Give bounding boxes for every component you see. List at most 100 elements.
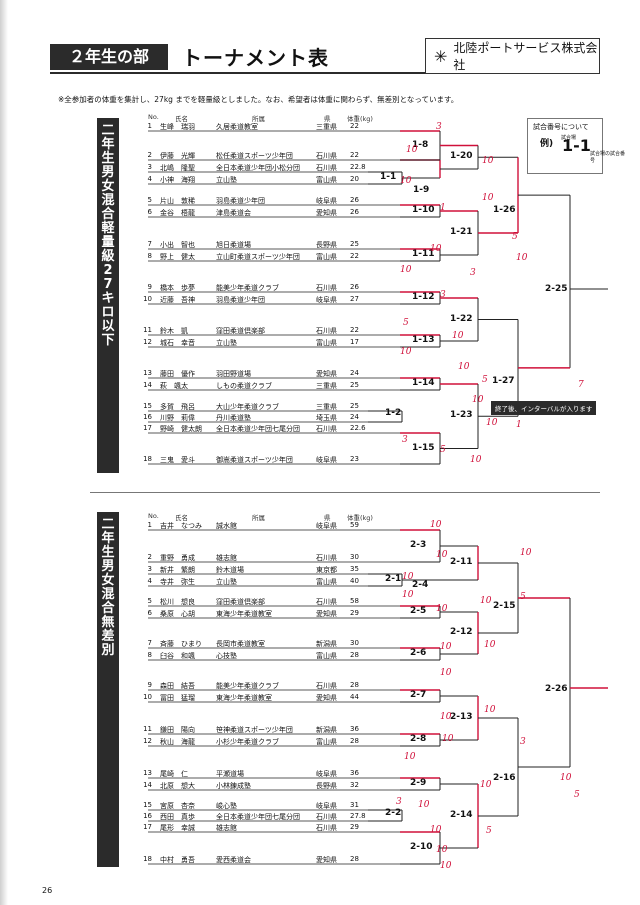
- player-name: 橋本 歩夢: [160, 284, 195, 292]
- player-no: 6: [147, 609, 152, 617]
- info-box-caption-right: 試合場の試合番号: [590, 151, 626, 164]
- player-no: 18: [143, 855, 152, 863]
- player-pref: 埼玉県: [316, 414, 337, 422]
- handwritten-score: 10: [402, 572, 414, 582]
- header-rule: [50, 72, 598, 74]
- player-name: 萩 颯太: [160, 382, 188, 390]
- player-pref: 富山県: [316, 176, 337, 184]
- match-label: 2-9: [410, 778, 427, 788]
- player-no: 2: [147, 553, 152, 561]
- column-header-no: No.: [148, 512, 159, 520]
- player-no: 5: [147, 196, 152, 204]
- match-label: 1-8: [412, 139, 429, 150]
- player-weight: 28: [350, 737, 359, 745]
- player-pref: 石川県: [316, 813, 337, 821]
- match-label: 2-3: [410, 540, 427, 550]
- player-pref: 三重県: [316, 123, 337, 131]
- player-pref: 長野県: [316, 782, 337, 790]
- interval-callout: 終了後、インターバルが入ります: [491, 401, 597, 415]
- player-no: 9: [147, 681, 152, 689]
- player-no: 4: [147, 175, 152, 183]
- player-no: 11: [143, 725, 152, 733]
- player-club: しもの柔道クラブ: [216, 382, 272, 390]
- info-box-example: 例): [540, 139, 554, 149]
- handwritten-score: 10: [442, 734, 454, 744]
- handwritten-score: 3: [520, 737, 526, 747]
- player-no: 15: [143, 402, 152, 410]
- match-label: 1-14: [412, 378, 435, 388]
- player-name: 斉藤 ひまり: [160, 640, 202, 648]
- handwritten-score: 1: [440, 203, 446, 213]
- handwritten-score: 10: [484, 705, 496, 715]
- handwritten-score: 10: [400, 347, 412, 357]
- player-pref: 石川県: [316, 554, 337, 562]
- handwritten-score: 5: [403, 318, 409, 328]
- handwritten-score: 10: [440, 642, 452, 652]
- player-pref: 新潟県: [316, 726, 337, 734]
- player-no: 5: [147, 597, 152, 605]
- match-label: 2-8: [410, 734, 427, 744]
- player-weight: 36: [350, 769, 359, 777]
- player-weight: 26: [350, 283, 359, 291]
- weight-note: ※全参加者の体重を集計し、27kg までを軽量級としました。なお、希望者は体重に…: [58, 95, 459, 104]
- player-name: 森田 結吾: [160, 682, 195, 690]
- match-label: 1-22: [450, 313, 473, 324]
- player-pref: 三重県: [316, 382, 337, 390]
- player-pref: 富山県: [316, 578, 337, 586]
- handwritten-score: 5: [512, 232, 518, 242]
- match-label: 1-13: [412, 335, 435, 345]
- match-label: 2-14: [450, 810, 473, 820]
- player-weight: 27: [350, 295, 359, 303]
- column-header-weight: 体重(kg): [347, 115, 373, 123]
- player-no: 8: [147, 252, 152, 260]
- match-label: 1-1: [380, 172, 397, 182]
- player-club: 旭日柔道場: [216, 241, 251, 249]
- player-name: 多賀 飛呂: [160, 403, 195, 411]
- player-pref: 富山県: [316, 253, 337, 261]
- match-label: 1-15: [412, 442, 435, 453]
- match-label: 2-11: [450, 557, 473, 567]
- player-weight: 22.6: [350, 424, 366, 432]
- handwritten-score: 10: [436, 550, 448, 560]
- player-name: 藤田 優作: [160, 370, 195, 378]
- player-weight: 30: [350, 639, 359, 647]
- handwritten-score: 10: [560, 773, 572, 783]
- player-club: 羽島柔道少年団: [216, 197, 265, 205]
- handwritten-score: 5: [440, 445, 446, 455]
- player-no: 1: [147, 122, 152, 130]
- player-pref: 岐阜県: [316, 770, 337, 778]
- match-number-info-box: [527, 118, 603, 174]
- player-club: 立山塾: [216, 176, 237, 184]
- player-club: 大山少年柔道クラブ: [216, 403, 279, 411]
- handwritten-score: 5: [520, 592, 526, 602]
- player-weight: 35: [350, 565, 359, 573]
- match-label: 2-1: [385, 574, 402, 584]
- player-no: 17: [143, 823, 152, 831]
- sponsor-box: ✳ 北陸ポートサービス株式会社: [425, 38, 600, 74]
- player-no: 14: [143, 781, 152, 789]
- player-club: 心技塾: [216, 652, 237, 660]
- handwritten-score: 10: [472, 395, 484, 405]
- match-label: 1-26: [493, 205, 516, 215]
- player-name: 金谷 梧龍: [160, 209, 195, 217]
- division-badge: ２年生の部: [50, 44, 168, 70]
- player-weight: 32: [350, 781, 359, 789]
- player-weight: 24: [350, 413, 359, 421]
- handwritten-score: 3: [396, 797, 402, 807]
- section-divider: [90, 492, 600, 493]
- player-name: 野上 健太: [160, 253, 195, 261]
- player-name: 吉井 なつみ: [160, 522, 202, 530]
- player-name: 鈴木 凱: [160, 327, 188, 335]
- sponsor-logo-icon: ✳: [434, 46, 448, 66]
- handwritten-score: 5: [486, 826, 492, 836]
- player-name: 川野 莉偉: [160, 414, 195, 422]
- handwritten-score: 10: [480, 780, 492, 790]
- player-club: 羽田野道場: [216, 370, 251, 378]
- player-name: 生峰 瑞羽: [160, 123, 195, 131]
- player-club: 能美少年柔道クラブ: [216, 682, 279, 690]
- player-club: 雄志館: [216, 554, 237, 562]
- handwritten-score: 10: [480, 596, 492, 606]
- handwritten-score: 10: [418, 800, 430, 810]
- handwritten-score: 10: [440, 861, 452, 871]
